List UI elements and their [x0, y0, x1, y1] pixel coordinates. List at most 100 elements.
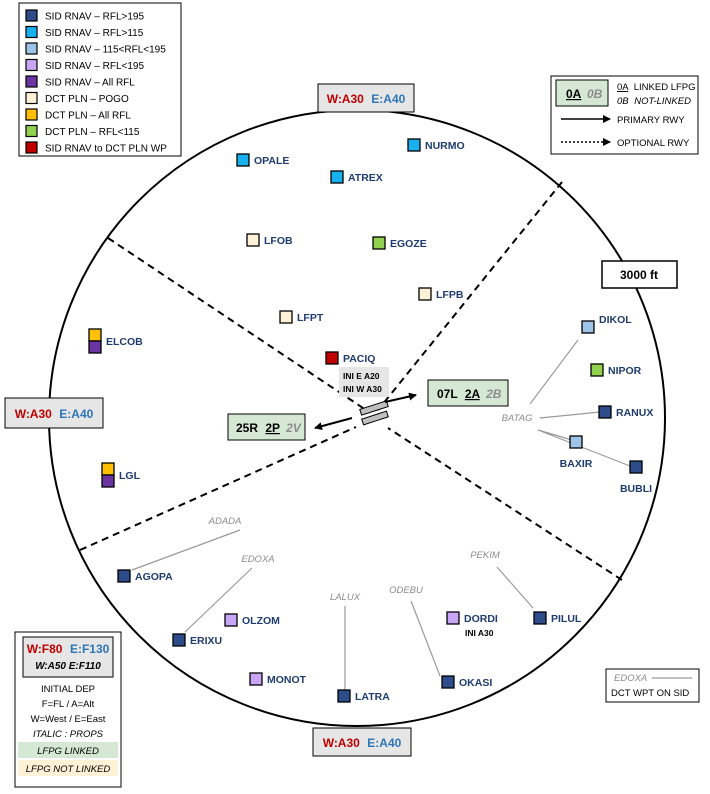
dct-waypoint-edoxa: EDOXA — [241, 554, 274, 565]
waypoint-nipor-symbol — [590, 363, 604, 377]
rwy-legend-not-linked-code-small: 0B — [617, 96, 629, 107]
waypoint-olzom: OLZOM — [224, 613, 280, 627]
waypoint-okasi-label: OKASI — [459, 677, 492, 689]
waypoint-elcob-label: ELCOB — [106, 336, 143, 348]
paciq-note-line-2: INI W A30 — [343, 384, 382, 394]
svg-text:0A LINKED LFPG: 0A LINKED LFPG — [617, 82, 696, 93]
sector-alt-top-west: W:A30 — [327, 92, 364, 106]
svg-text:0B NOT-LINKED: 0B NOT-LINKED — [617, 96, 691, 107]
dordi-note: INI A30 — [465, 628, 494, 638]
legend-label-6: DCT PLN – POGO — [45, 94, 129, 105]
legend-label-4: SID RNAV – RFL<195 — [45, 61, 144, 72]
initial-dep-title: INITIAL DEP — [41, 684, 95, 695]
waypoint-lfob: LFOB — [246, 233, 293, 247]
rwy-legend-linked-code: 0A — [566, 87, 582, 101]
waypoint-elcob-symbol-bottom — [88, 340, 102, 354]
sector-alt-bottom: W:A30 E:A40 — [312, 727, 412, 757]
waypoint-egoze: EGOZE — [372, 236, 427, 250]
initial-dep-line-2: W=West / E=East — [31, 714, 106, 725]
runway-east-config: 07L 2A 2B — [427, 379, 509, 407]
paciq-note-line-1: INI E A20 — [343, 371, 380, 381]
initial-dep-west: W:F80 — [27, 642, 63, 656]
waypoint-monot-label: MONOT — [267, 674, 307, 686]
waypoint-agopa: AGOPA — [117, 569, 173, 583]
dct-waypoint-pekim: PEKIM — [470, 550, 500, 561]
waypoint-nurmo-symbol — [407, 138, 421, 152]
initial-dep-props: W:A50 E:F110 — [35, 661, 101, 672]
runway-east-primary: 2A — [465, 387, 481, 401]
waypoint-nipor: NIPOR — [590, 363, 642, 377]
dct-waypoint-lalux: LALUX — [330, 592, 361, 603]
waypoint-lfob-symbol — [246, 233, 260, 247]
sector-boundaries — [79, 181, 623, 581]
waypoint-monot-symbol — [249, 672, 263, 686]
altitude-box: 3000 ft — [601, 260, 678, 289]
initial-dep-linked: LFPG LINKED — [37, 746, 99, 757]
initial-dep-legend: W:F80 E:F130 W:A50 E:F110 INITIAL DEP F=… — [14, 631, 122, 788]
rwy-legend-primary: PRIMARY RWY — [617, 115, 685, 126]
waypoint-baxir: BAXIR — [560, 435, 593, 470]
legend-swatch-2 — [25, 25, 38, 39]
waypoint-opale-symbol — [236, 153, 250, 167]
legend-label-5: SID RNAV – All RFL — [45, 78, 135, 89]
waypoint-lfpb-symbol — [418, 287, 432, 301]
waypoint-dordi-symbol — [446, 611, 460, 625]
legend-label-9: SID RNAV to DCT PLN WP — [45, 144, 167, 155]
waypoint-lfpb-label: LFPB — [436, 289, 464, 301]
waypoint-dikol-symbol — [581, 320, 595, 334]
waypoint-pilul-symbol — [533, 611, 547, 625]
waypoint-lgl-label: LGL — [119, 470, 141, 482]
initial-dep-line-1: F=FL / A=Alt — [42, 699, 95, 710]
waypoint-agopa-symbol — [117, 569, 131, 583]
legend-label-7: DCT PLN – All RFL — [45, 111, 131, 122]
svg-text:W:A30 E:A40: W:A30 E:A40 — [323, 734, 402, 751]
dct-waypoint-adada: ADADA — [208, 516, 242, 527]
sector-alt-bottom-west: W:A30 — [323, 736, 360, 750]
svg-text:25R 2P 2V: 25R 2P 2V — [236, 421, 302, 435]
dct-legend-sample: EDOXA — [614, 673, 647, 684]
waypoint-elcob-symbol-top — [88, 328, 102, 342]
rwy-legend-not-linked-code: 0B — [587, 87, 603, 101]
sector-alt-left-east: E:A40 — [59, 407, 93, 421]
waypoint-opale: OPALE — [236, 153, 289, 167]
waypoint-bubli-label: BUBLI — [620, 483, 652, 495]
waypoint-lfpt-label: LFPT — [297, 312, 324, 324]
waypoint-dikol: DIKOL — [581, 314, 632, 334]
waypoint-paciq-label: PACIQ — [343, 353, 375, 365]
waypoint-erixu: ERIXU — [172, 633, 222, 647]
legend-label-1: SID RNAV – RFL>195 — [45, 12, 144, 23]
rwy-legend-linked-text: LINKED LFPG — [634, 82, 696, 93]
legend-label-3: SID RNAV – 115<RFL<195 — [45, 45, 166, 56]
runway-west-config: 25R 2P 2V — [227, 413, 306, 441]
waypoint-nurmo-label: NURMO — [425, 140, 465, 152]
waypoint-agopa-label: AGOPA — [135, 571, 173, 583]
waypoint-lgl: LGL — [101, 462, 141, 488]
waypoint-ranux-label: RANUX — [616, 407, 653, 419]
waypoint-dordi: DORDI — [446, 611, 498, 625]
waypoint-pilul: PILUL — [533, 611, 582, 625]
waypoint-atrex-symbol — [330, 170, 344, 184]
legend-swatch-9 — [25, 141, 38, 154]
legend-swatch-7 — [25, 108, 38, 121]
west-primary-arrow — [314, 417, 353, 431]
legend-swatch-1 — [25, 9, 38, 22]
runway-east-name: 07L — [437, 387, 457, 401]
waypoint-latra-symbol — [337, 689, 351, 703]
waypoint-nipor-label: NIPOR — [608, 365, 642, 377]
dct-legend: EDOXA DCT WPT ON SID — [605, 668, 700, 703]
runway-legend: 0A 0B 0A LINKED LFPG 0B NOT-LINKED PRIMA… — [550, 75, 699, 155]
legend-swatch-6 — [25, 91, 38, 105]
waypoint-monot: MONOT — [249, 672, 307, 686]
waypoint-baxir-symbol — [569, 435, 583, 449]
svg-text:07L 2A 2B: 07L 2A 2B — [437, 387, 502, 401]
sector-circle — [48, 109, 666, 727]
waypoint-baxir-label: BAXIR — [560, 458, 593, 470]
waypoint-latra-label: LATRA — [355, 691, 390, 703]
rwy-legend-linked-code-small: 0A — [617, 82, 629, 93]
waypoint-atrex: ATREX — [330, 170, 383, 184]
waypoint-lgl-symbol-top — [101, 462, 115, 476]
waypoint-nurmo: NURMO — [407, 138, 465, 152]
runway-west-optional: 2V — [285, 421, 302, 435]
